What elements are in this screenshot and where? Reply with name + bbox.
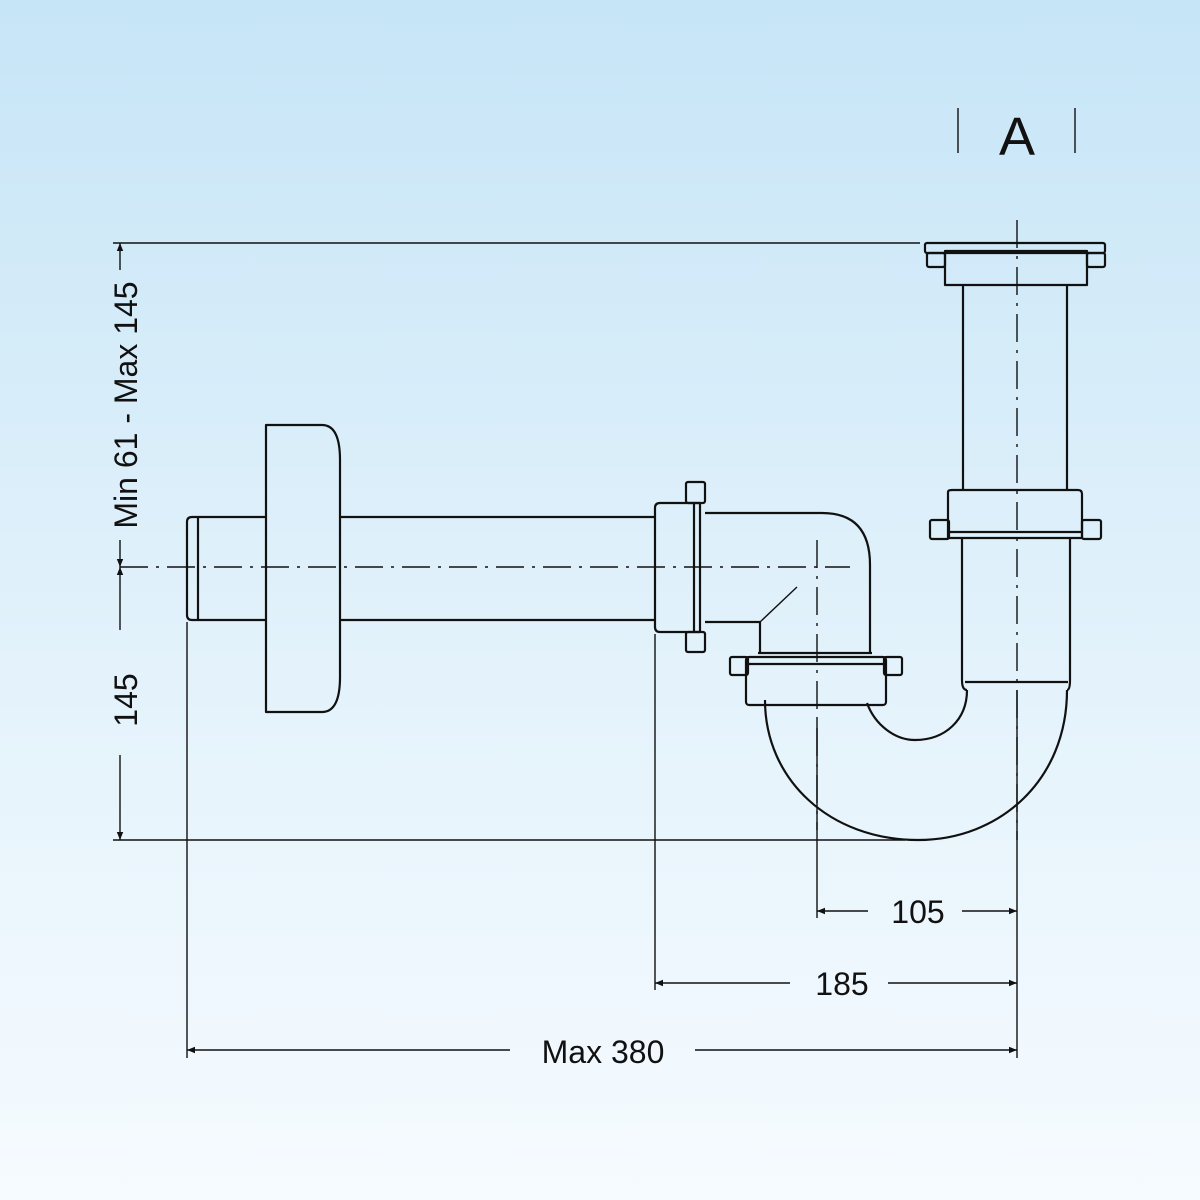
section-label: A xyxy=(999,107,1035,167)
dimension-185: 185 xyxy=(655,966,1017,1002)
lower-nut xyxy=(728,651,904,707)
dimension-height-outlet: 145 xyxy=(108,567,144,840)
dimension-label-145: 145 xyxy=(108,673,144,726)
dimension-label-105: 105 xyxy=(891,894,944,930)
elbow xyxy=(705,511,872,653)
dimension-max-380: Max 380 xyxy=(187,1034,1017,1070)
wall-outlet-pipe xyxy=(185,423,655,714)
dimension-105: 105 xyxy=(817,894,1017,930)
dimension-label-185: 185 xyxy=(815,966,868,1002)
horizontal-nut xyxy=(653,480,707,654)
vertical-tube xyxy=(923,241,1107,692)
dimension-label-max-380: Max 380 xyxy=(542,1034,665,1070)
u-bend xyxy=(763,689,1069,842)
section-marker-a: A xyxy=(957,107,1076,167)
dimension-label-height-adjust: Min 61 - Max 145 xyxy=(108,281,144,528)
extension-lines xyxy=(113,242,1018,1058)
dimension-height-adjust: Min 61 - Max 145 xyxy=(108,243,144,567)
centerlines xyxy=(120,220,1018,840)
